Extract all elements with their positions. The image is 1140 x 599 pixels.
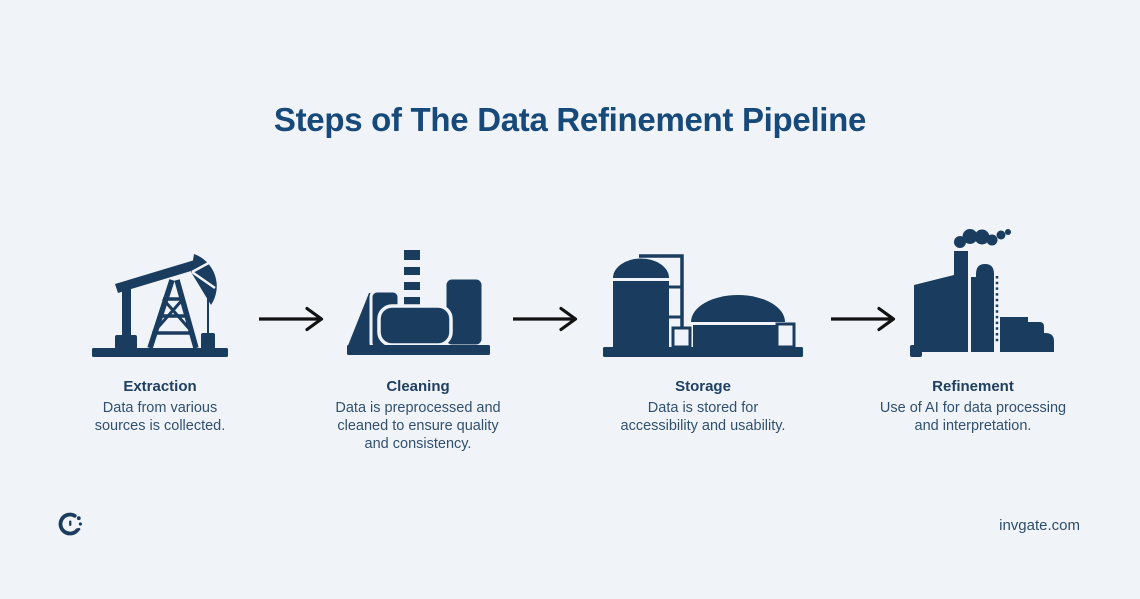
invgate-logo-icon xyxy=(57,511,83,537)
refinery-plant-icon xyxy=(346,250,490,355)
right-arrow-icon xyxy=(257,306,325,332)
step-description: Data is stored for accessibility and usa… xyxy=(620,400,786,434)
website-link: invgate.com xyxy=(999,517,1080,534)
step-refinement: Refinement Use of AI for data processing… xyxy=(853,222,1093,435)
oil-pumpjack-icon xyxy=(92,254,228,357)
step-title: Extraction xyxy=(123,378,197,395)
step-storage: Storage Data is stored for accessibility… xyxy=(583,222,823,435)
step-description: Data from various sources is collected. xyxy=(94,400,226,434)
step-title: Refinement xyxy=(932,378,1014,395)
step-title: Cleaning xyxy=(386,378,450,395)
step-title: Storage xyxy=(675,378,731,395)
step-cleaning: Cleaning Data is preprocessed and cleane… xyxy=(298,222,538,453)
step-extraction: Extraction Data from various sources is … xyxy=(40,222,280,435)
page-title: Steps of The Data Refinement Pipeline xyxy=(273,101,867,138)
step-icon-box xyxy=(853,222,1093,357)
right-arrow-icon xyxy=(511,306,579,332)
right-arrow-icon xyxy=(829,306,897,332)
step-icon-box xyxy=(40,222,280,357)
step-description: Use of AI for data processing and interp… xyxy=(879,400,1067,434)
storage-tanks-icon xyxy=(603,254,803,357)
step-icon-box xyxy=(583,222,823,357)
step-icon-box xyxy=(298,222,538,357)
step-description: Data is preprocessed and cleaned to ensu… xyxy=(335,400,501,452)
factory-smoke-icon xyxy=(910,229,1054,357)
